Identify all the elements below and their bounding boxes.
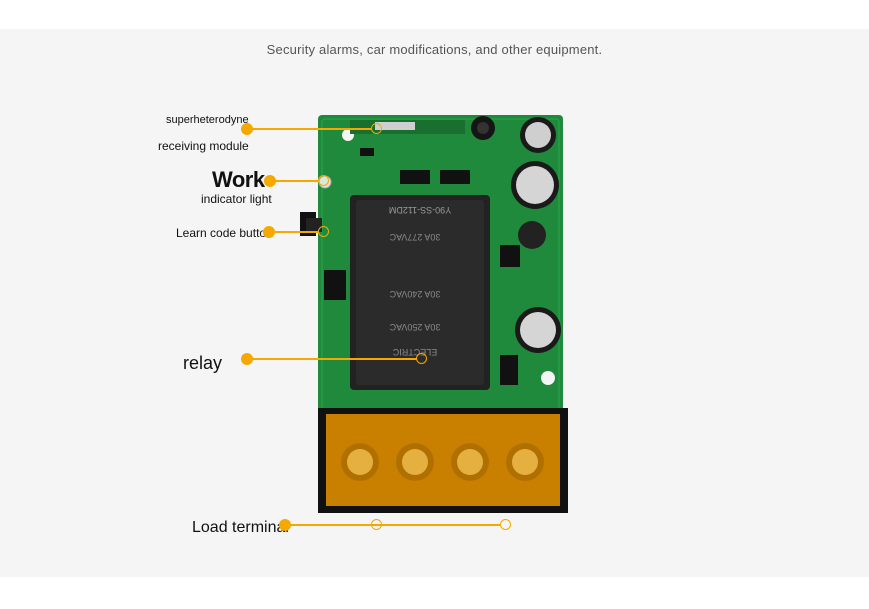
callout-dot <box>241 353 253 365</box>
terminal-screws <box>341 443 544 481</box>
mount-hole <box>541 371 555 385</box>
relay-rating-1: 30A 277VAC <box>389 232 440 242</box>
callout-line <box>252 128 372 130</box>
callout-ring <box>371 519 382 530</box>
inductor <box>518 221 546 249</box>
callout-line <box>275 180 319 182</box>
relay-model-text: Y90-SS-112DM <box>389 205 451 215</box>
callout-ring <box>318 175 329 186</box>
label-relay: relay <box>183 353 223 373</box>
page-subtitle: Security alarms, car modifications, and … <box>266 42 603 57</box>
label-load-terminal: Load terminal <box>192 519 289 536</box>
label-receiving-module: receiving module <box>158 139 249 153</box>
relay-brand-text: ELECTRIC <box>392 347 437 357</box>
callout-dot <box>279 519 291 531</box>
callout-ring <box>500 519 511 530</box>
callout-line <box>274 231 319 233</box>
label-superheterodyne: superheterodyne <box>166 114 249 126</box>
label-learn-code-button: Learn code button <box>176 226 273 240</box>
callout-line <box>290 524 500 526</box>
relay-rating-2: 30A 240VAC <box>389 289 440 299</box>
label-indicator-light: indicator light <box>201 192 272 206</box>
callout-dot <box>241 123 253 135</box>
callout-ring <box>416 353 427 364</box>
receiver-board-image: Y90-SS-112DM 30A 277VAC 30A 240VAC 30A 2… <box>300 115 568 513</box>
callout-dot <box>263 226 275 238</box>
callout-line <box>252 358 417 360</box>
callout-dot <box>264 175 276 187</box>
relay-rating-3: 30A 250VAC <box>389 322 440 332</box>
callout-ring <box>318 226 329 237</box>
label-work: Work <box>212 167 265 192</box>
callout-ring <box>371 123 382 134</box>
